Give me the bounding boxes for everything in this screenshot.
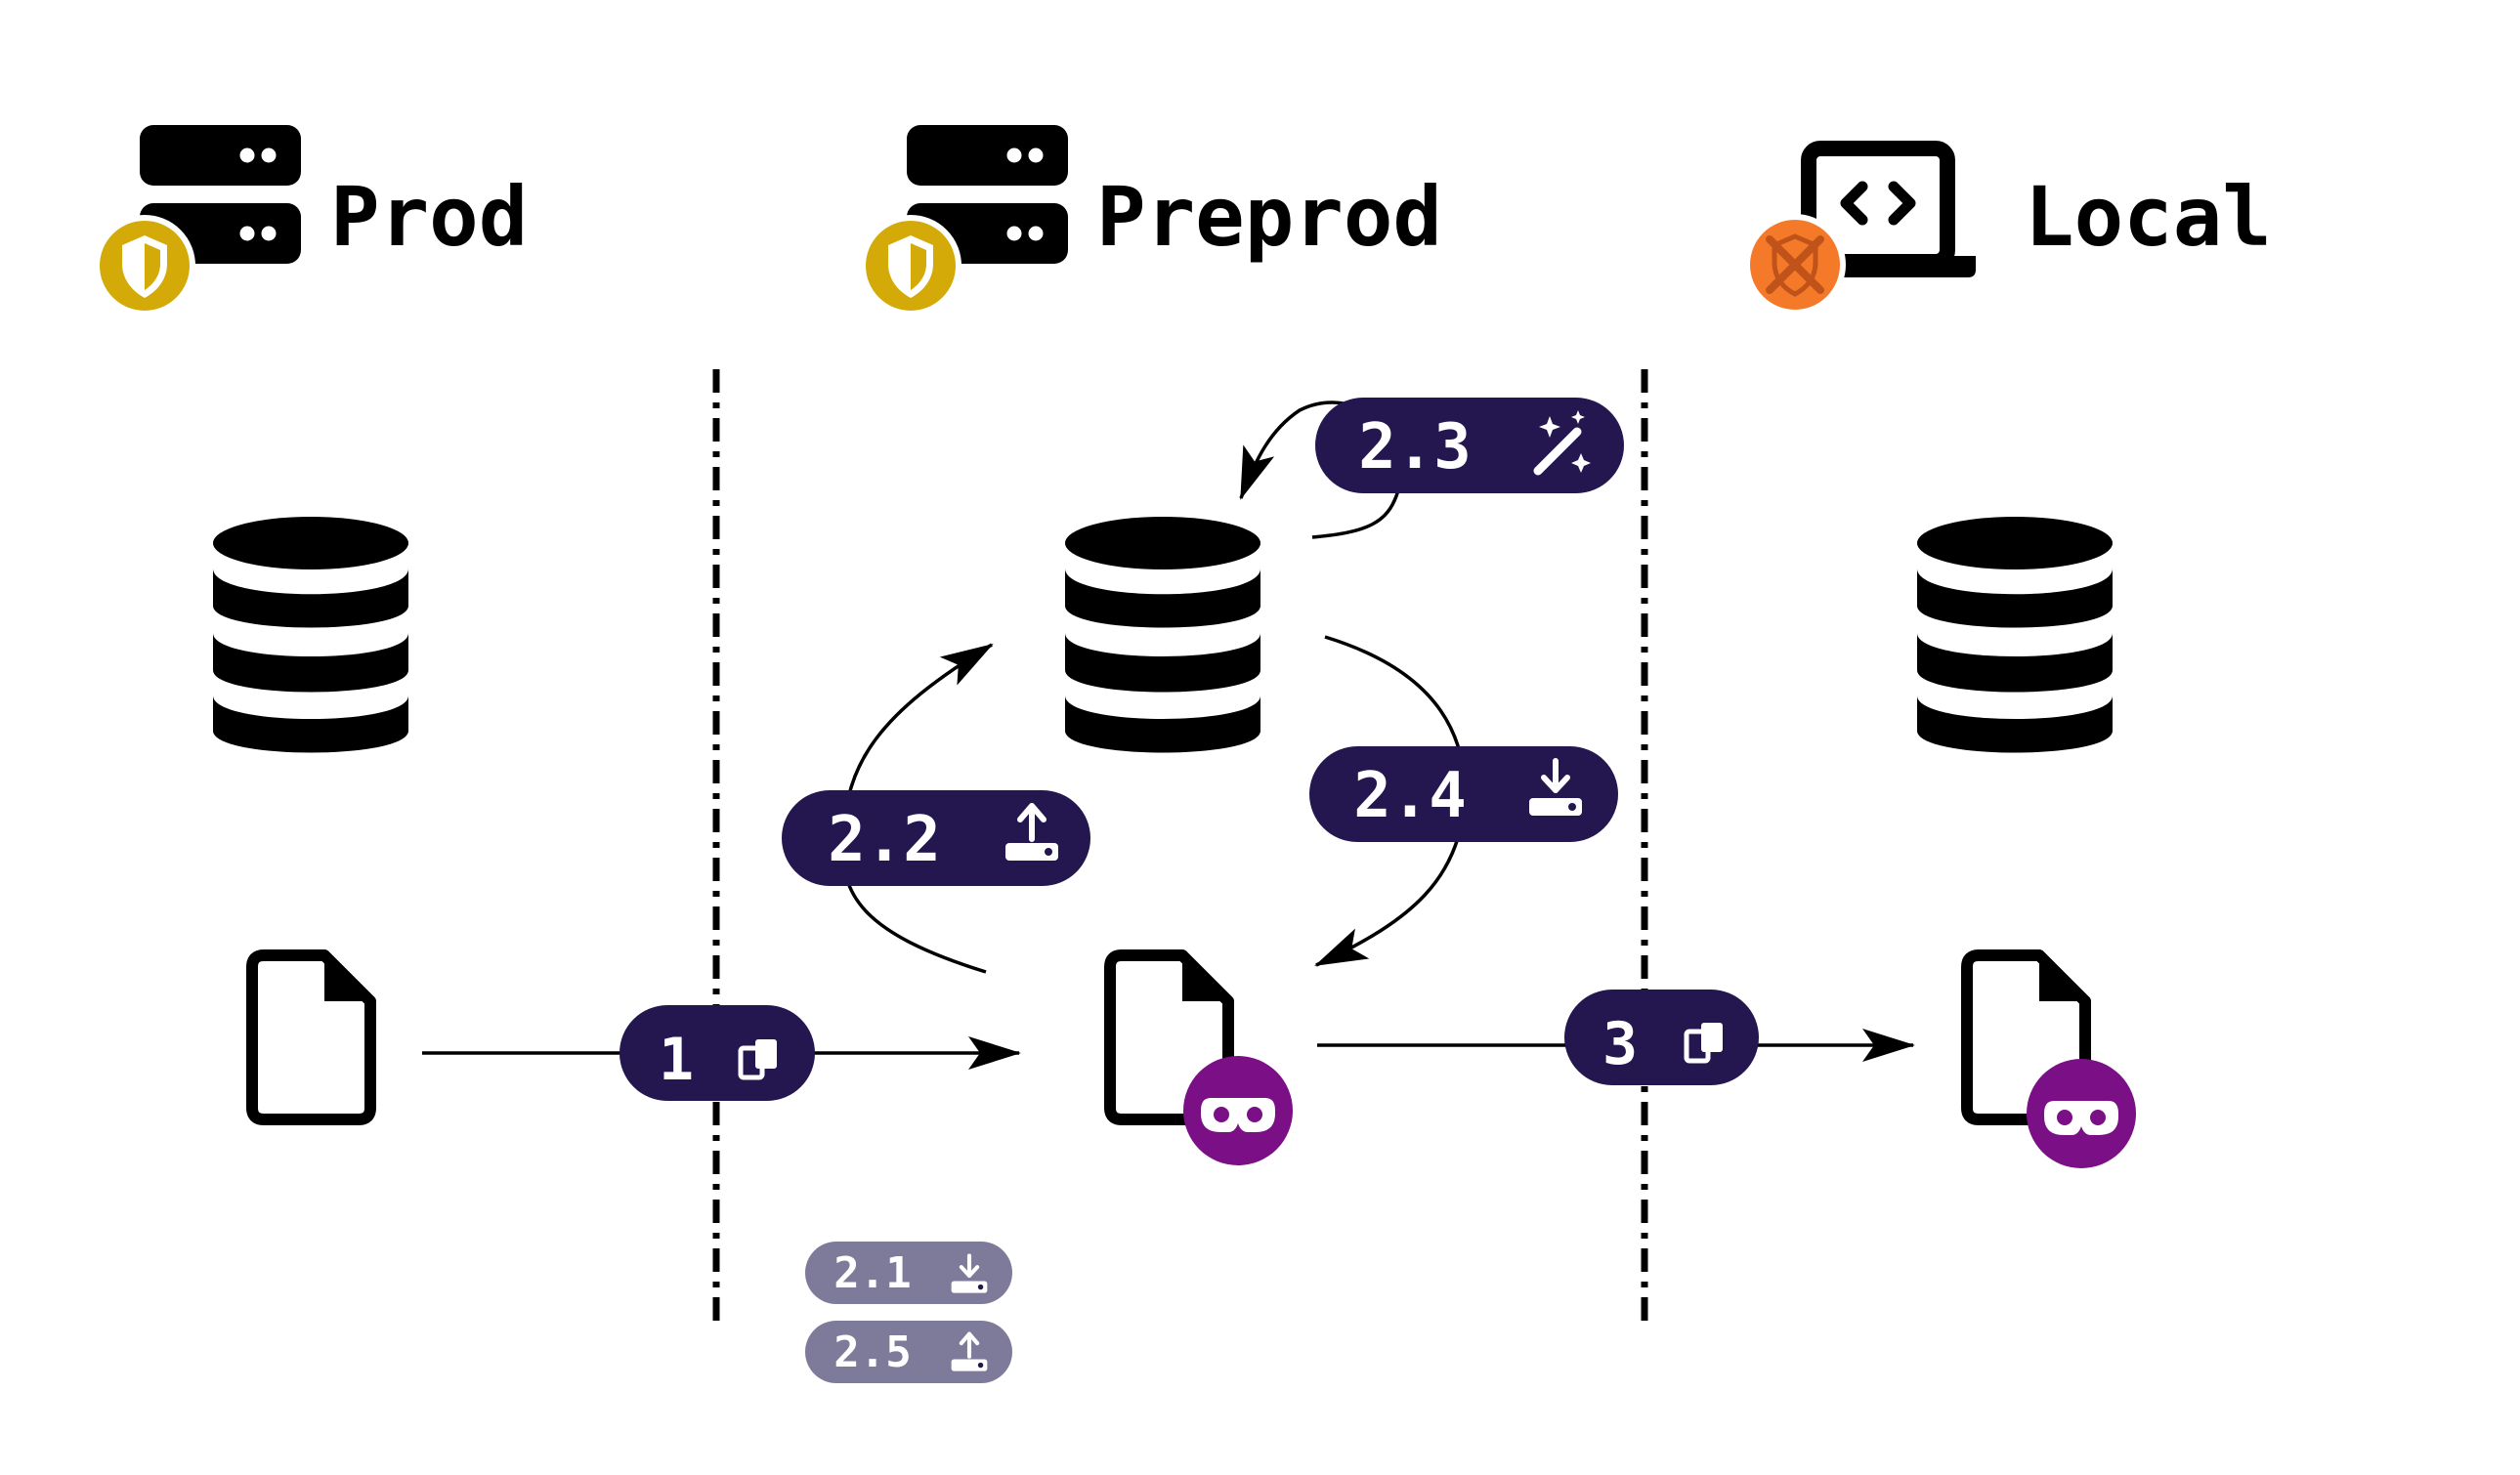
env-label-prod: Prod — [330, 169, 528, 265]
prod-file-icon — [252, 955, 370, 1119]
anonymized-mask-icon — [1183, 1056, 1293, 1165]
no-access-icon — [1744, 214, 1846, 316]
step-label: 1 — [659, 1026, 694, 1094]
step-label: 2.3 — [1358, 411, 1472, 484]
step-2-3-pill: 2.3 — [1315, 398, 1624, 493]
env-label-local: Local — [2025, 169, 2272, 265]
shield-icon — [863, 218, 959, 314]
step-label: 2.5 — [833, 1328, 911, 1377]
step-label: 2.4 — [1353, 760, 1467, 832]
step-2-2-pill: 2.2 — [782, 790, 1090, 886]
shield-icon — [97, 218, 192, 314]
step-label: 3 — [1602, 1010, 1638, 1078]
step-label: 2.2 — [828, 804, 941, 876]
step-2-4-pill: 2.4 — [1309, 746, 1618, 842]
step-label: 2.1 — [833, 1248, 911, 1298]
prod-database-icon — [213, 517, 408, 753]
env-preprod-header: Preprod — [863, 125, 1442, 314]
step-2-1-pill: 2.1 — [805, 1242, 1012, 1304]
local-database-icon — [1917, 517, 2113, 753]
env-label-preprod: Preprod — [1096, 169, 1442, 265]
anonymized-mask-icon — [2027, 1059, 2136, 1168]
step-3-pill: 3 — [1564, 990, 1759, 1085]
step-2-5-pill: 2.5 — [805, 1321, 1012, 1383]
env-local-header: Local — [1744, 141, 2272, 316]
step-1-pill: 1 — [619, 1005, 815, 1101]
preprod-database-icon — [1065, 517, 1260, 753]
env-prod-header: Prod — [97, 125, 528, 314]
